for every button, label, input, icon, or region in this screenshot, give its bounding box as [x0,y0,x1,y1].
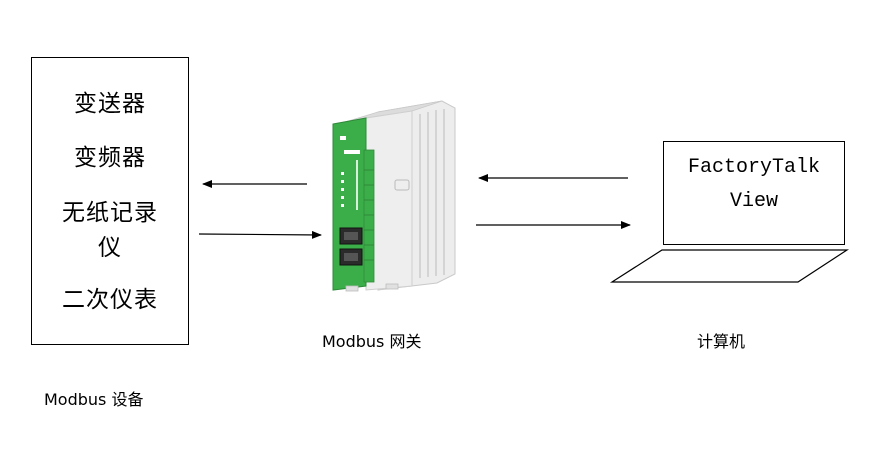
gateway-caption: Modbus 网关 [322,328,421,352]
laptop-keyboard-base [612,250,847,282]
screen-text-factorytalk: FactoryTalk [664,156,844,179]
computer-caption: 计算机 [697,328,745,352]
screen-text-view: View [664,190,844,213]
arrow-devices-to-gateway [199,234,321,235]
laptop-screen: FactoryTalk View [663,141,845,245]
gateway-device-image [333,101,455,291]
